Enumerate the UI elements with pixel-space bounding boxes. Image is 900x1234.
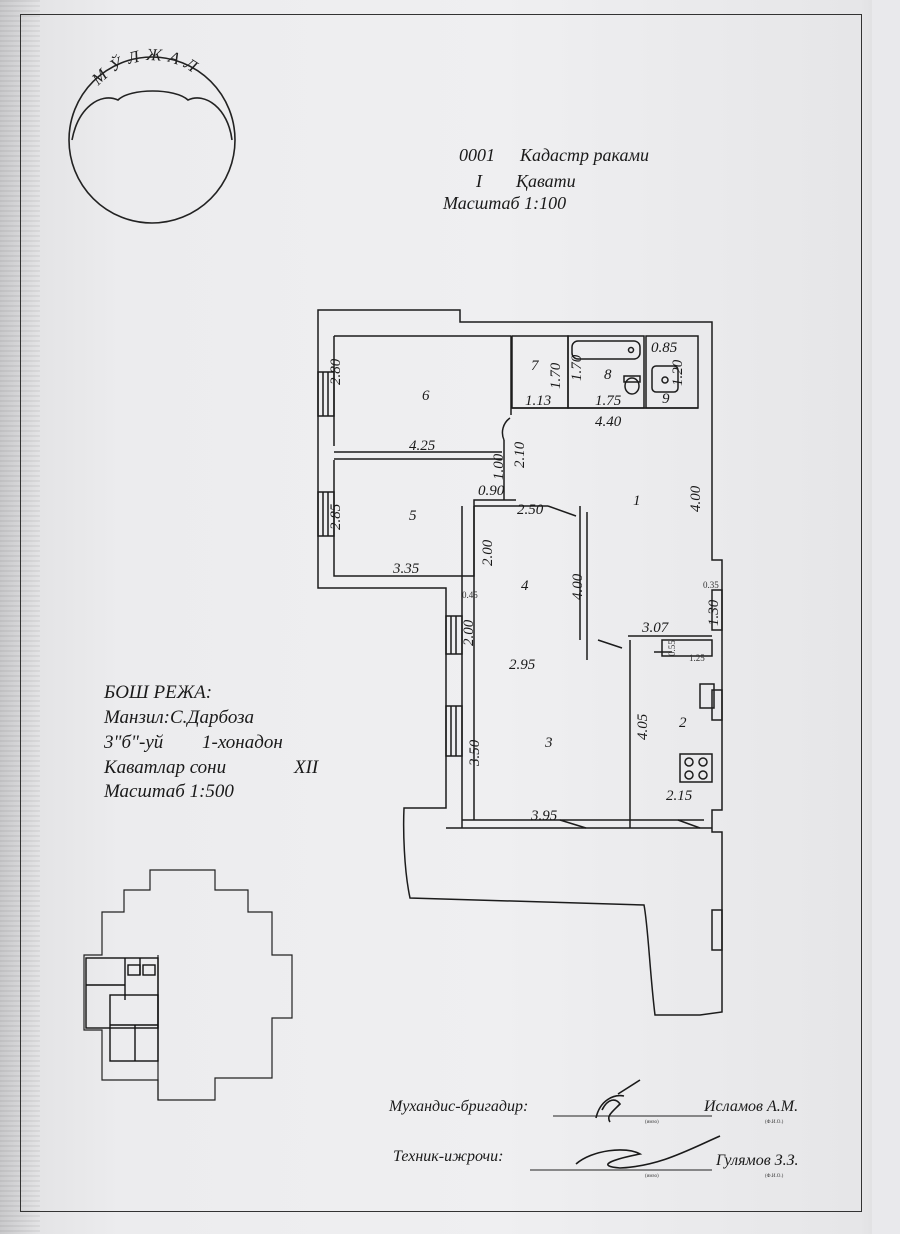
dimension-label: 2.50 (517, 502, 544, 518)
technician-role: Техник-ижрочи: (393, 1148, 504, 1165)
engineer-role: Мухандис-бригадир: (389, 1098, 529, 1115)
general-plan-floors-label: Каватлар сони (104, 757, 227, 778)
dimension-label: 4.40 (595, 414, 622, 430)
name-caption: (Ф.И.О.) (765, 1120, 784, 1125)
general-plan-building: 3"б"-уй (104, 732, 164, 753)
room-number: 5 (409, 508, 417, 524)
dimension-label: 0.45 (462, 590, 478, 600)
dimension-label: 3.07 (642, 620, 669, 636)
dimension-label: 0.90 (478, 483, 505, 499)
technician-name: Гулямов З.З. (716, 1152, 799, 1169)
dimension-label: 3.95 (531, 808, 558, 824)
plan-scale: Масштаб 1:100 (443, 193, 567, 213)
room-number: 3 (545, 735, 553, 751)
dimension-label: 0.35 (703, 580, 719, 590)
cadastre-label: Кадастр раками (520, 145, 650, 165)
cadastre-number: 0001 (459, 145, 495, 165)
document-frame (20, 14, 862, 1212)
room-number: 1 (633, 493, 641, 509)
room-number: 4 (521, 578, 529, 594)
adjacent-page-strip (872, 0, 900, 1234)
engineer-name: Исламов А.М. (704, 1098, 799, 1115)
room-number: 7 (531, 358, 539, 374)
general-plan-floors-value: XII (294, 757, 319, 778)
signature-caption: (имзо) (645, 1120, 659, 1125)
general-plan-apartment: 1-хонадон (202, 732, 283, 753)
dimension-label: 2.95 (509, 657, 536, 673)
dimension-label: 3.35 (393, 561, 420, 577)
room-number: 6 (422, 388, 430, 404)
signature-caption: (имзо) (645, 1174, 659, 1179)
dimension-label: 1.75 (595, 393, 622, 409)
floor-number: I (476, 171, 482, 191)
name-caption: (Ф.И.О.) (765, 1174, 784, 1179)
room-number: 2 (679, 715, 687, 731)
general-plan-title: БОШ РЕЖА: (104, 682, 213, 703)
dimension-label: 4.25 (409, 438, 436, 454)
dimension-label: 1.13 (525, 393, 552, 409)
dimension-label: 1.25 (689, 653, 705, 663)
room-number: 8 (604, 367, 612, 383)
dimension-label: 2.15 (666, 788, 693, 804)
general-plan-address: Манзил:С.Дарбоза (104, 707, 254, 728)
room-number: 9 (662, 391, 670, 407)
dimension-label: 0.85 (651, 340, 678, 356)
floor-label: Қавати (516, 171, 576, 191)
general-plan-scale: Масштаб 1:500 (104, 781, 234, 802)
